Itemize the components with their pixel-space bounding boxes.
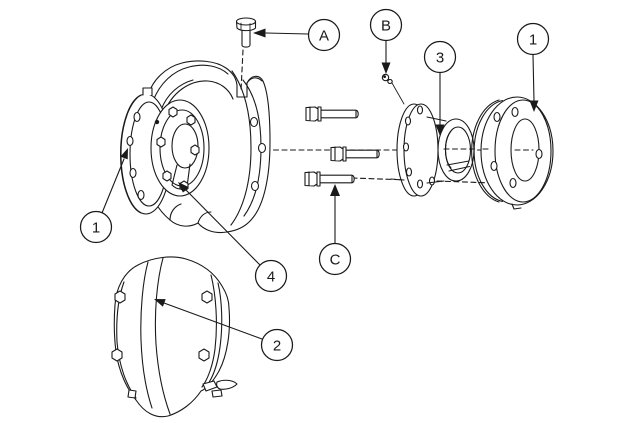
callout-1-right-arrowhead xyxy=(529,100,539,112)
callout-1-right: 1 xyxy=(516,22,550,112)
callout-c-bubble xyxy=(318,242,352,276)
callout-2-leader xyxy=(163,302,263,340)
callout-2: 2 xyxy=(154,299,294,362)
cover-tabs xyxy=(127,379,238,399)
callout-1-left: 1 xyxy=(79,148,128,244)
cover-bolts xyxy=(111,290,213,362)
bolt-a-body xyxy=(235,17,257,48)
callout-2-label: 2 xyxy=(273,337,281,354)
flywheel-coupling-assembly xyxy=(119,60,271,234)
callout-4-arrowhead xyxy=(178,182,189,193)
ring-center-mark xyxy=(482,148,534,151)
hub-flange xyxy=(390,103,478,197)
hub-bolts xyxy=(156,106,200,192)
ring-bolt-holes xyxy=(490,106,543,189)
callout-b-label: B xyxy=(381,17,391,34)
callout-3-arrowhead xyxy=(435,124,445,136)
callout-c-arrowhead xyxy=(330,184,340,196)
callout-1-right-label: 1 xyxy=(529,31,537,48)
cover-contour-lines xyxy=(116,257,223,415)
callout-4: 4 xyxy=(178,182,288,293)
flange-bolt-holes xyxy=(402,105,436,189)
callout-4-bubble xyxy=(254,259,288,293)
callout-1-left-leader xyxy=(101,158,125,214)
hub-cylinder-edges xyxy=(426,116,447,184)
callout-b-bubble xyxy=(369,8,403,42)
ring-bottom-notch xyxy=(511,203,522,210)
ring-rim-edges xyxy=(471,99,504,203)
callout-3-label: 3 xyxy=(436,49,444,66)
hex-bolt-top xyxy=(235,17,257,48)
callout-a-leader xyxy=(265,32,309,35)
set-screw-tip xyxy=(383,75,386,78)
hub-set-screw-hole xyxy=(154,119,160,125)
set-screw xyxy=(381,73,405,105)
callout-a-label: A xyxy=(319,27,329,44)
cap-screw-lower xyxy=(304,171,355,187)
callout-1-right-bubble xyxy=(516,22,550,56)
bolt-a-drop-line xyxy=(240,49,244,92)
callout-b-arrowhead xyxy=(381,62,391,74)
callout-3-bubble xyxy=(423,40,457,74)
callout-a-bubble xyxy=(307,18,341,52)
callout-c-label: C xyxy=(330,251,341,268)
callout-a: A xyxy=(253,18,341,52)
callout-1-left-arrowhead xyxy=(120,148,128,160)
bolt-a-facets xyxy=(240,22,251,31)
callout-4-leader xyxy=(185,189,261,266)
callout-1-left-bubble xyxy=(79,210,113,244)
front-flange-depth-edge xyxy=(119,94,142,214)
callout-2-bubble xyxy=(260,328,294,362)
front-flange-top-tab xyxy=(142,87,153,96)
cap-screws xyxy=(304,106,380,187)
front-flange-holes xyxy=(126,111,145,201)
cap-screw-upper xyxy=(305,106,359,122)
callout-a-arrowhead xyxy=(253,28,266,38)
callout-2-arrowhead xyxy=(154,299,166,307)
hub-bore xyxy=(171,123,199,169)
callout-4-label: 4 xyxy=(267,268,275,285)
retaining-ring xyxy=(471,96,554,210)
housing-face-bolt-holes xyxy=(249,116,267,192)
callout-1-left-label: 1 xyxy=(92,219,100,236)
cap-screw-middle xyxy=(330,146,380,162)
callout-3: 3 xyxy=(423,40,457,136)
callout-c: C xyxy=(318,184,352,276)
coupling-cover-half xyxy=(111,256,238,418)
set-screw-leader-line xyxy=(391,82,405,105)
callout-1-right-leader xyxy=(532,54,535,102)
ring-face-edge xyxy=(494,99,552,203)
callout-b: B xyxy=(369,8,403,74)
